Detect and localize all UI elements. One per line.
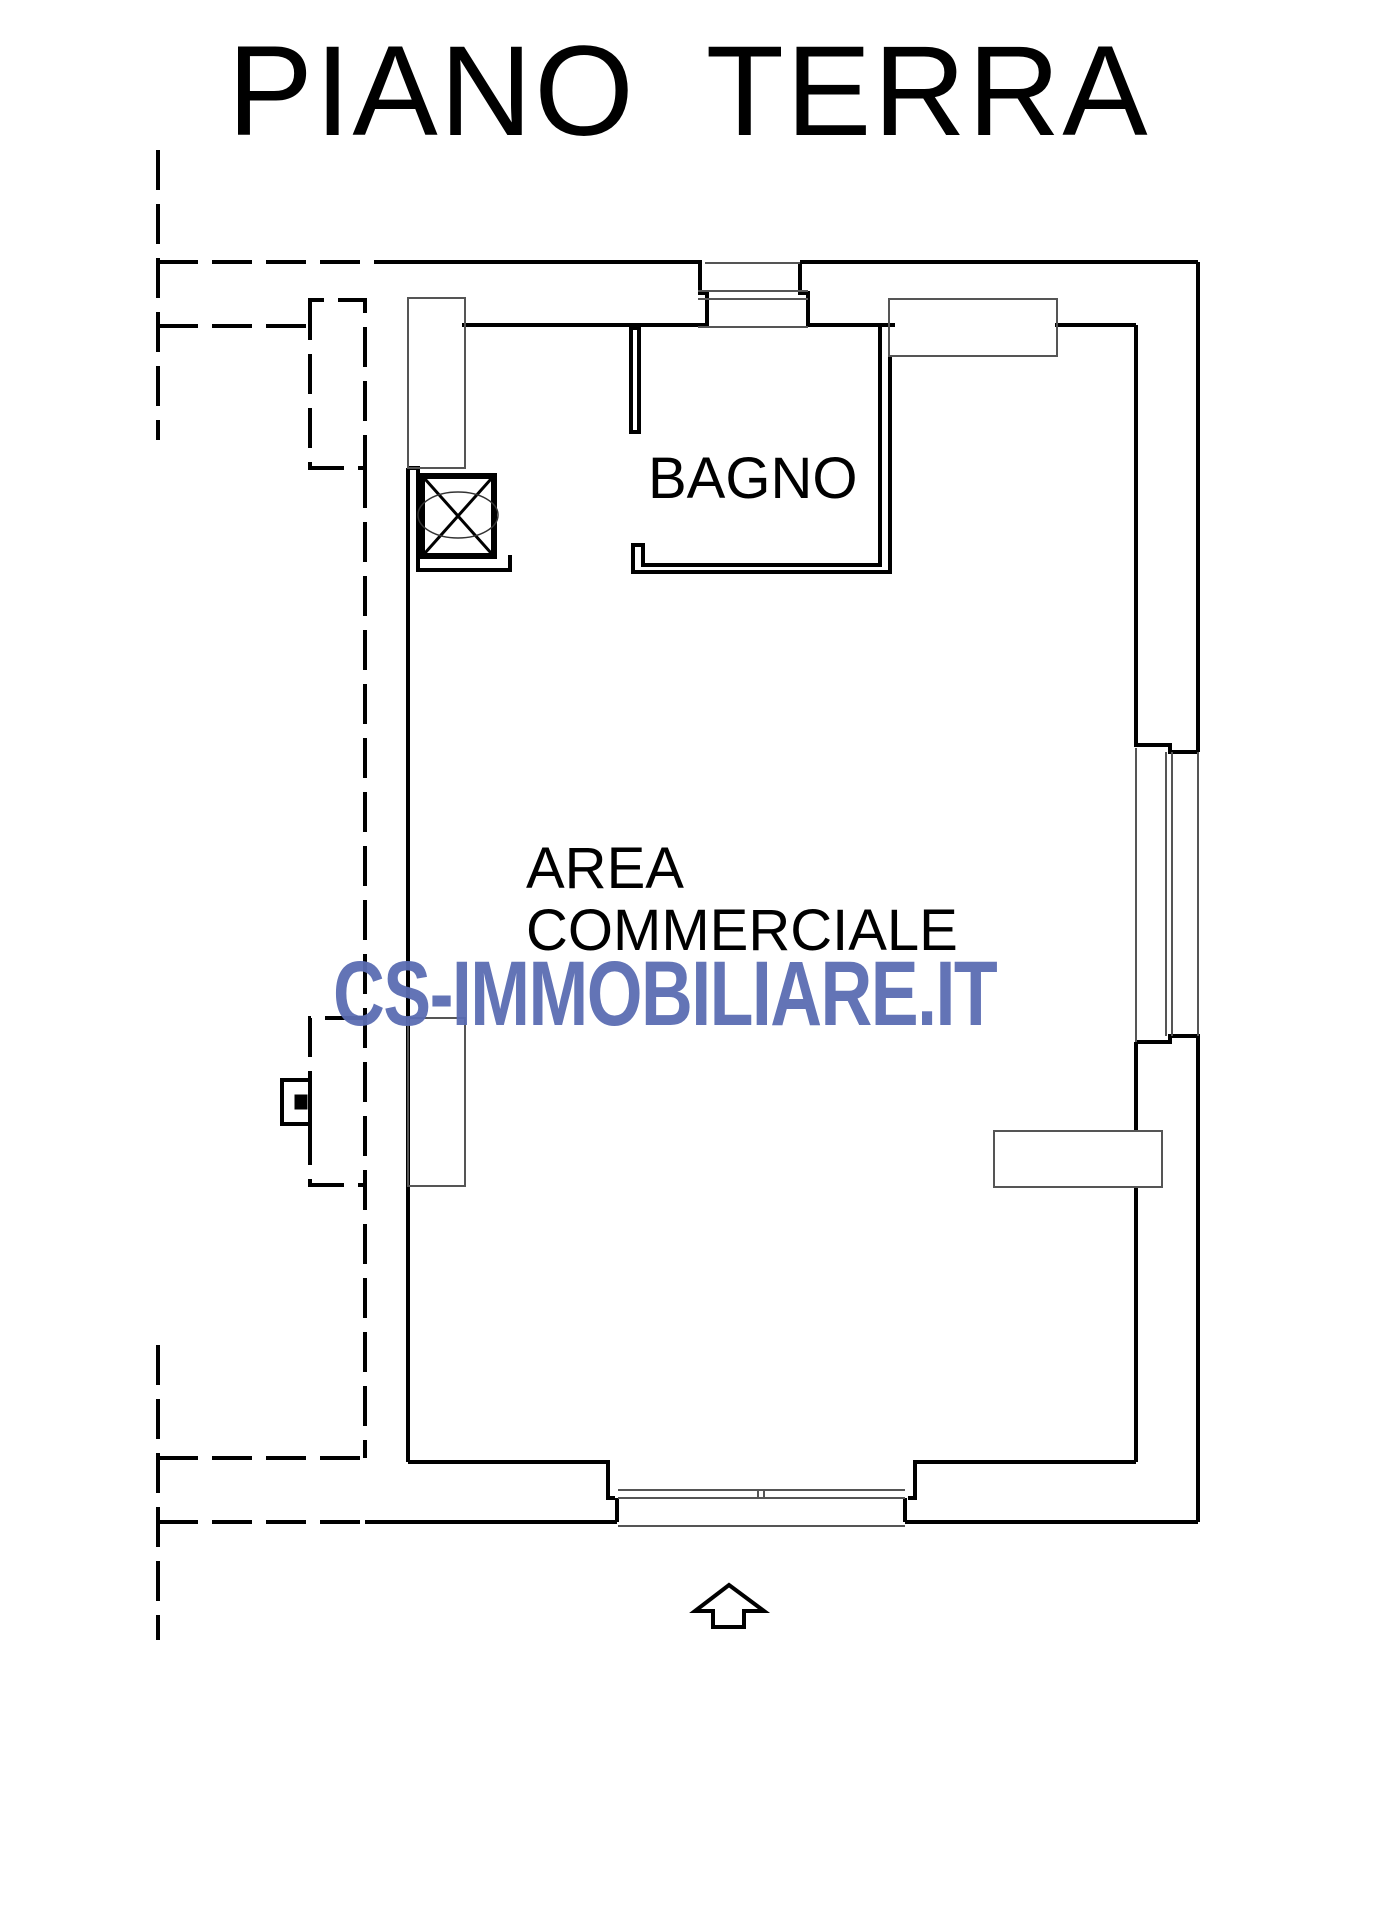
shower-fixture xyxy=(408,466,512,572)
outer-walls xyxy=(365,260,1200,1524)
room-label-line-1: AREA xyxy=(526,836,684,901)
entrance-arrow-icon xyxy=(689,1582,771,1629)
meter-box xyxy=(280,1078,312,1126)
room-label-commercial-area: AREA COMMERCIALE xyxy=(526,838,958,962)
title-word-piano: PIANO xyxy=(227,20,636,163)
title-word-terra: TERRA xyxy=(705,20,1150,163)
dashed-adjacent-structure xyxy=(156,150,385,1640)
bathroom-walls xyxy=(629,326,892,574)
window-and-fixture-outlines xyxy=(407,262,1199,1527)
room-label-bathroom: BAGNO xyxy=(648,446,858,511)
watermark: CS-IMMOBILIARE.IT xyxy=(333,943,998,1045)
room-label-line-2: COMMERCIALE xyxy=(526,898,958,963)
